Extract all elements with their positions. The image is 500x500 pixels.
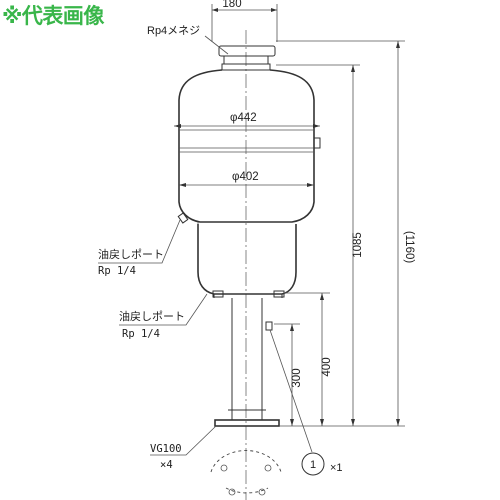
balloon-qty: ×1	[330, 462, 343, 474]
dim-1085-text: 1085	[352, 232, 364, 258]
drain-port-upper	[177, 212, 189, 224]
flange-leader	[150, 425, 217, 456]
flange	[214, 419, 280, 427]
balloon-number: 1	[310, 459, 316, 471]
drain-port-1-label: 油戻しポート	[98, 247, 164, 261]
dim-400-text: 400	[321, 357, 333, 376]
dim-vertical-1160	[276, 40, 405, 426]
drain-port-2-leader	[119, 293, 208, 326]
drain-port-1-leader	[98, 219, 181, 264]
drain-port-2-label: 油戻しポート	[119, 309, 185, 323]
balloon-leader	[269, 329, 313, 453]
dim-180-text: 180	[222, 0, 241, 10]
top-cap	[218, 45, 276, 71]
lower-vessel	[197, 224, 297, 298]
dim-vertical-300	[274, 323, 300, 426]
bolt-circle-view	[210, 450, 282, 496]
dim-442-text: φ442	[230, 112, 257, 124]
dim-vertical-1085	[276, 64, 360, 426]
rp4-label: Rp4メネジ	[147, 24, 200, 37]
dim-diameter-442	[174, 124, 320, 128]
balloon-circle	[301, 452, 325, 476]
dim-diameter-402	[179, 183, 314, 187]
dim-402-text: φ402	[232, 171, 259, 183]
dim-1160-text: (1160)	[403, 231, 415, 264]
dim-vertical-400	[284, 292, 330, 426]
upper-vessel	[178, 69, 321, 224]
rp4-leader	[204, 35, 229, 55]
flange-qty-label: ×4	[160, 459, 173, 471]
drain-port-lower	[265, 321, 273, 331]
representative-image-banner: ※代表画像	[2, 4, 104, 28]
dim-300-text: 300	[291, 368, 303, 387]
discharge-pipe	[214, 298, 280, 427]
drain-port-2-size: Rp 1/4	[122, 328, 160, 340]
flange-spec-label: VG100	[150, 443, 182, 455]
drain-port-1-size: Rp 1/4	[98, 265, 136, 277]
dim-top-width	[211, 4, 278, 42]
